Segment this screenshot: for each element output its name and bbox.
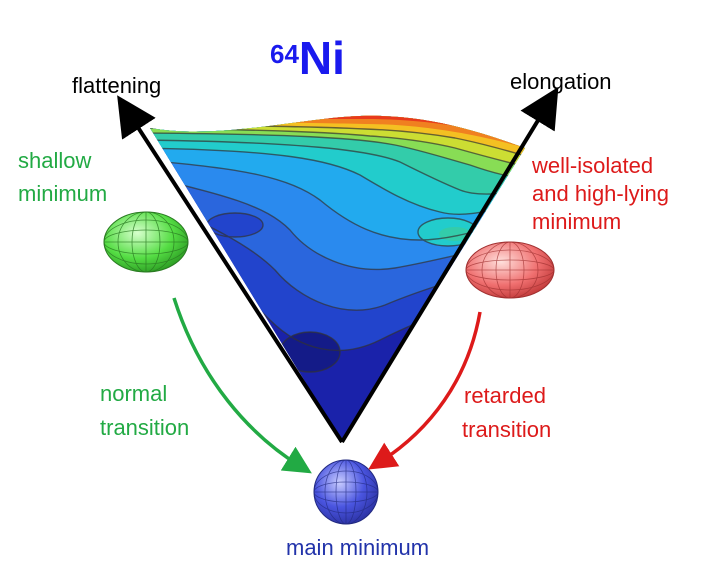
flattening-label: flattening (72, 73, 162, 98)
elongation-axis (340, 86, 559, 444)
flattening-axis (117, 95, 344, 444)
retarded-transition-line2: transition (462, 417, 552, 442)
well-isolated-line3: minimum (532, 209, 622, 234)
normal-transition-arrow (172, 297, 312, 474)
well-isolated-line2: and high-lying (532, 181, 669, 206)
blue-sphere-icon (313, 459, 379, 525)
normal-transition-line2: transition (100, 415, 190, 440)
retarded-transition-line1: retarded (464, 383, 546, 408)
green-ellipsoid-icon (103, 211, 189, 273)
mass-number: 64 (270, 39, 299, 69)
shallow-minimum-line1: shallow (18, 148, 92, 173)
nucleus-title: 64Ni (270, 30, 345, 86)
retarded-transition-arrow (368, 311, 482, 470)
normal-transition-line1: normal (100, 381, 168, 406)
elongation-label: elongation (510, 69, 612, 94)
well-isolated-line1: well-isolated (532, 153, 654, 178)
main-minimum-label: main minimum (286, 535, 430, 560)
element-symbol: Ni (298, 32, 345, 84)
shallow-minimum-line2: minimum (18, 181, 108, 206)
red-ellipsoid-icon (465, 241, 555, 299)
